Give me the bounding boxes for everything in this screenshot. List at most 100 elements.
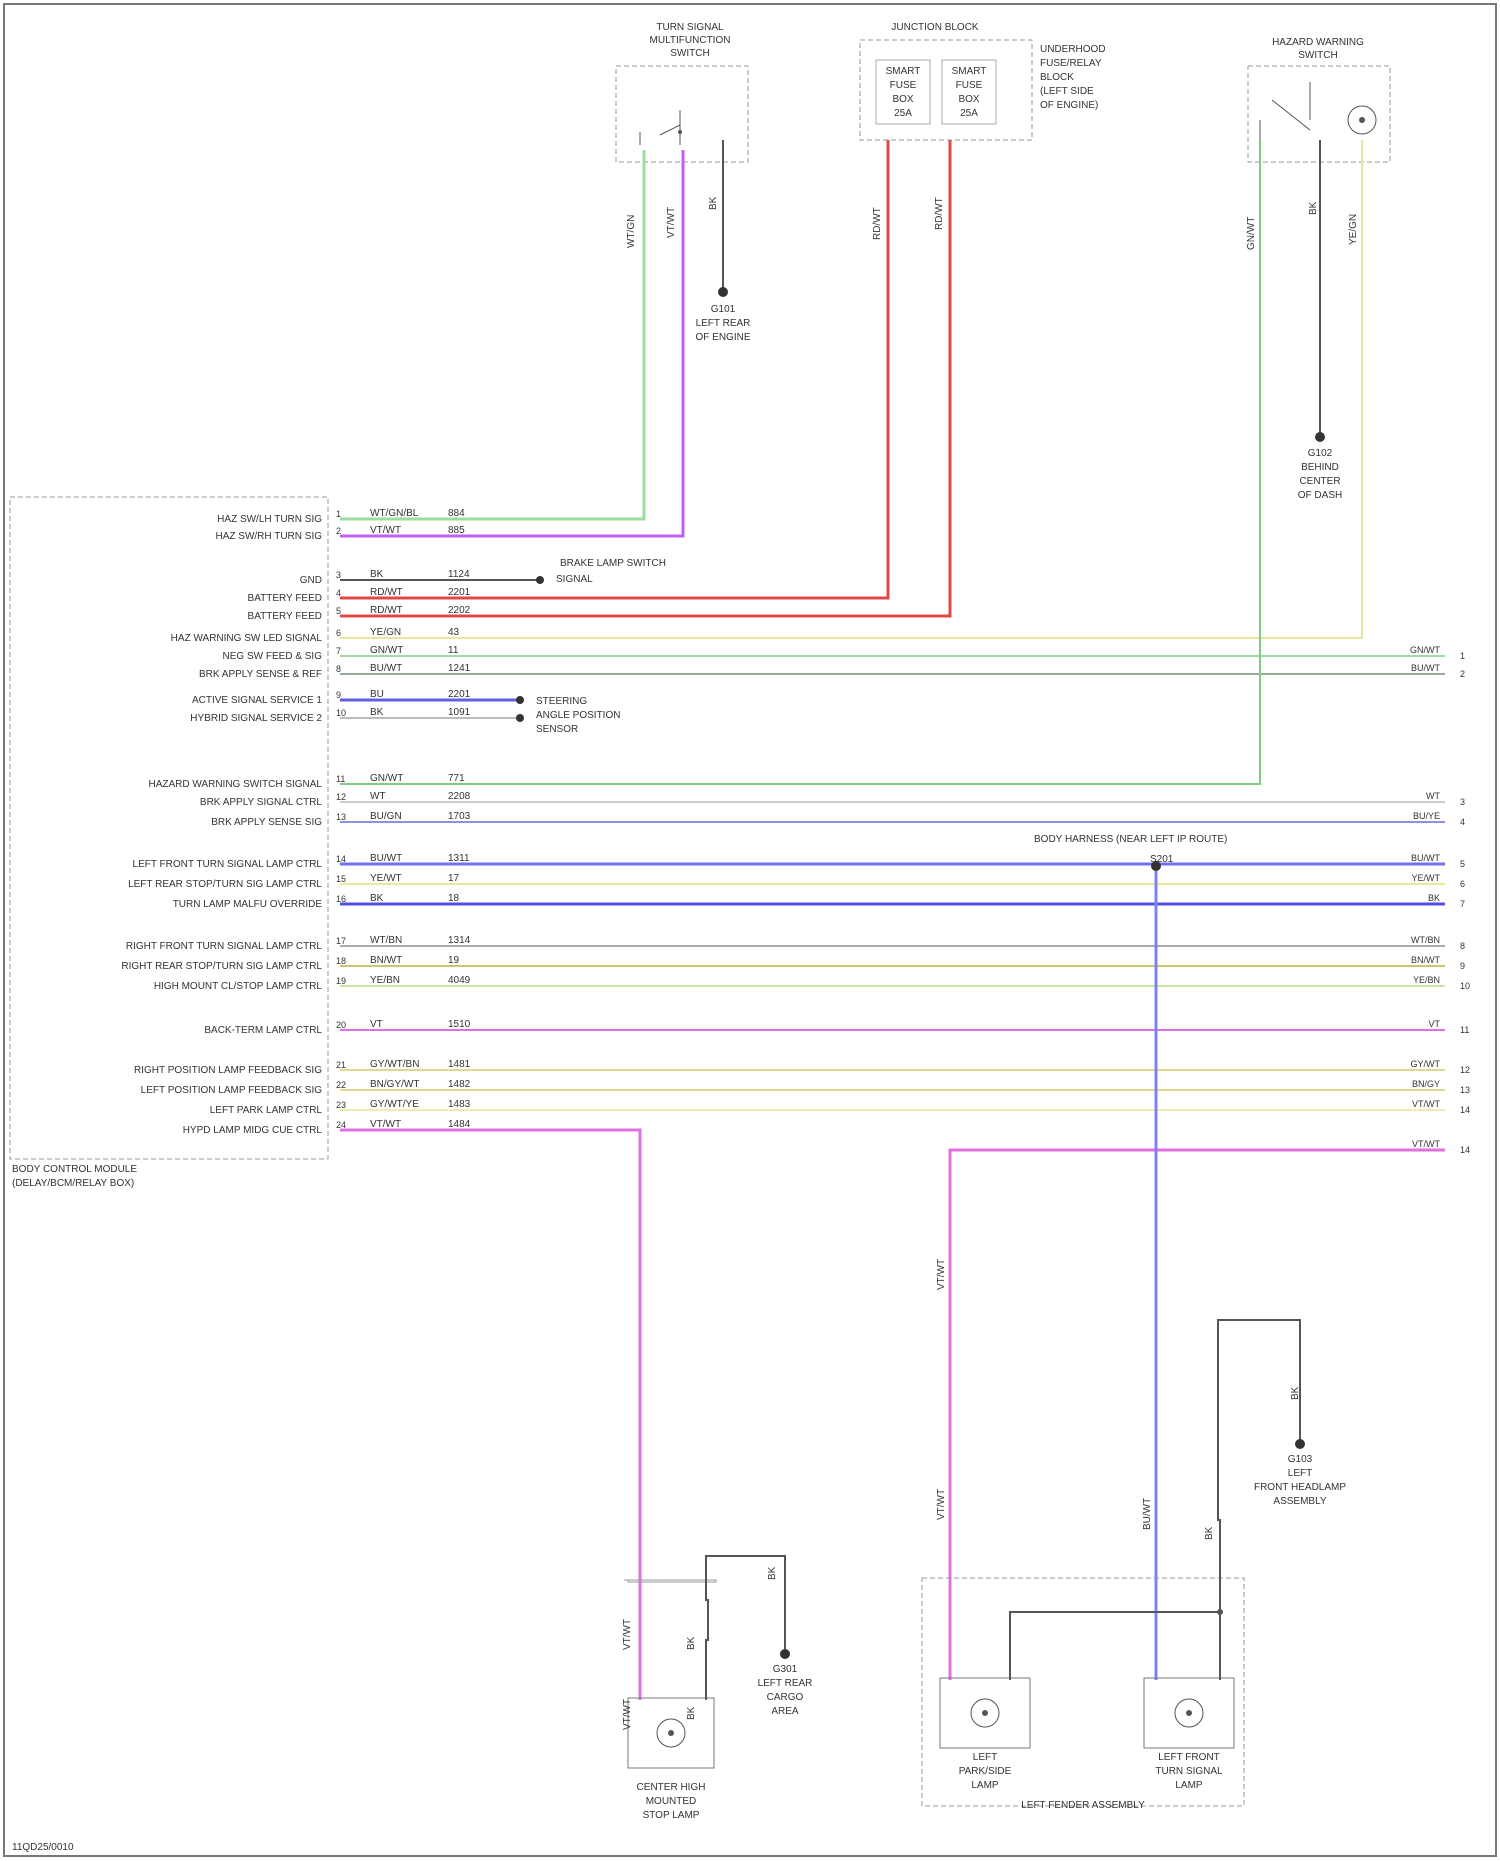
pin-number: 17	[336, 936, 346, 946]
circuit-number: 2202	[448, 605, 471, 616]
wire-color-code: BU	[370, 689, 384, 700]
wire-path	[340, 150, 683, 536]
pin-number: 8	[336, 664, 341, 674]
circuit-number: 1484	[448, 1119, 471, 1130]
svg-text:VT/WT: VT/WT	[936, 1489, 947, 1520]
svg-text:RD/WT: RD/WT	[872, 207, 883, 240]
right-wire-code: BK	[1428, 893, 1440, 903]
footer-code: 11QD25/0010	[12, 1842, 74, 1853]
wire-color-code: GY/WT/YE	[370, 1099, 419, 1110]
right-pin-number: 8	[1460, 941, 1465, 951]
circuit-number: 1124	[448, 569, 470, 580]
svg-text:HAZARD WARNING: HAZARD WARNING	[1272, 37, 1364, 48]
svg-text:SMART: SMART	[886, 66, 921, 77]
pin-number: 11	[336, 774, 345, 784]
left-fender-ground-wire	[1218, 1320, 1300, 1612]
circuit-number: 884	[448, 508, 465, 519]
right-wire-code: VT	[1428, 1019, 1440, 1029]
sensor-note-3: SENSOR	[536, 724, 578, 735]
pin-label: HIGH MOUNT CL/STOP LAMP CTRL	[154, 981, 323, 992]
wire-color-code: YE/BN	[370, 975, 400, 986]
svg-text:VT/WT: VT/WT	[936, 1259, 947, 1290]
svg-text:LEFT FRONT: LEFT FRONT	[1158, 1752, 1219, 1763]
pin-number: 20	[336, 1020, 346, 1030]
right-pin-number: 1	[1460, 651, 1465, 661]
svg-text:YE/GN: YE/GN	[1348, 214, 1359, 245]
svg-text:PARK/SIDE: PARK/SIDE	[959, 1766, 1012, 1777]
pin-number: 15	[336, 874, 346, 884]
right-pin-number: 14	[1460, 1105, 1470, 1115]
g301-label-4: AREA	[771, 1706, 799, 1717]
circuit-number: 2201	[448, 689, 471, 700]
circuit-number: 17	[448, 873, 460, 884]
circuit-number: 11	[448, 645, 459, 656]
pin-label: ACTIVE SIGNAL SERVICE 1	[192, 695, 322, 706]
wire-color-code: BN/WT	[370, 955, 402, 966]
right-wire-code: BU/WT	[1411, 663, 1440, 673]
right-pin-number: 3	[1460, 797, 1465, 807]
pin-label: LEFT FRONT TURN SIGNAL LAMP CTRL	[133, 859, 323, 870]
pin-label: LEFT REAR STOP/TURN SIG LAMP CTRL	[128, 879, 322, 890]
center-high-mounted-stop-lamp: CENTER HIGH MOUNTED STOP LAMP VT/WT BK V…	[622, 1566, 778, 1821]
circuit-number: 2208	[448, 791, 471, 802]
junction-fuse-block: JUNCTION BLOCK SMART FUSE BOX 25A SMART …	[860, 22, 1106, 240]
g101-label-2: LEFT REAR	[696, 318, 751, 329]
pin-number: 19	[336, 976, 346, 986]
svg-text:UNDERHOOD: UNDERHOOD	[1040, 44, 1106, 55]
svg-text:25A: 25A	[960, 108, 978, 119]
wire-color-code: YE/GN	[370, 627, 401, 638]
right-wire-code: YE/WT	[1412, 873, 1441, 883]
right-wire-code: VT/WT	[1412, 1099, 1440, 1109]
svg-text:RD/WT: RD/WT	[934, 197, 945, 230]
right-pin-number: 5	[1460, 859, 1465, 869]
right-pin-number: 13	[1460, 1085, 1470, 1095]
wire-path	[950, 1150, 1445, 1680]
wire-color-code: GY/WT/BN	[370, 1059, 419, 1070]
svg-text:GN/WT: GN/WT	[1246, 217, 1257, 250]
circuit-number: 1314	[448, 935, 471, 946]
pin-label: HAZ SW/RH TURN SIG	[216, 531, 323, 542]
svg-text:STOP LAMP: STOP LAMP	[643, 1810, 700, 1821]
splice-id: S201	[1150, 854, 1174, 865]
pin-number: 12	[336, 792, 346, 802]
right-pin-number: 14	[1460, 1145, 1470, 1155]
pin-label: BACK-TERM LAMP CTRL	[204, 1025, 322, 1036]
right-pin-number: 11	[1460, 1025, 1469, 1035]
g301-label-2: LEFT REAR	[758, 1678, 813, 1689]
pin-number: 3	[336, 570, 341, 580]
ground-g101-icon	[718, 287, 728, 297]
svg-text:BK: BK	[1204, 1526, 1215, 1540]
pin-label: BATTERY FEED	[248, 593, 322, 604]
circuit-number: 1311	[448, 853, 470, 864]
ground-g102-icon	[1315, 432, 1325, 442]
pin-label: HYBRID SIGNAL SERVICE 2	[190, 713, 322, 724]
svg-text:JUNCTION BLOCK: JUNCTION BLOCK	[891, 22, 979, 33]
svg-text:BK: BK	[686, 1636, 697, 1650]
sensor-note-2: ANGLE POSITION	[536, 710, 620, 721]
circuit-number: 885	[448, 525, 465, 536]
svg-text:SWITCH: SWITCH	[1298, 50, 1337, 61]
wire-color-code: VT	[370, 1019, 383, 1030]
svg-text:BU/WT: BU/WT	[1142, 1498, 1153, 1530]
svg-text:BOX: BOX	[958, 94, 979, 105]
brake-switch-note: BRAKE LAMP SWITCH	[560, 558, 666, 569]
pin-label: LEFT POSITION LAMP FEEDBACK SIG	[141, 1085, 323, 1096]
g301-label-3: CARGO	[767, 1692, 804, 1703]
svg-text:TURN SIGNAL: TURN SIGNAL	[1155, 1766, 1223, 1777]
pin-label: TURN LAMP MALFU OVERRIDE	[173, 899, 323, 910]
diagram-border	[4, 4, 1496, 1856]
svg-text:SMART: SMART	[952, 66, 987, 77]
splice-dot	[536, 576, 544, 584]
svg-text:LAMP: LAMP	[971, 1780, 999, 1791]
right-pin-number: 10	[1460, 981, 1470, 991]
g102-label-4: OF DASH	[1298, 490, 1342, 501]
pin-number: 10	[336, 708, 346, 718]
left-fender-assembly: LEFT PARK/SIDE LAMP LEFT FRONT TURN SIGN…	[922, 1259, 1301, 1811]
right-pin-number: 12	[1460, 1065, 1470, 1075]
wire-path	[340, 150, 644, 519]
pin-label: HAZARD WARNING SWITCH SIGNAL	[148, 779, 322, 790]
circuit-number: 771	[448, 773, 465, 784]
sensor-note: STEERING	[536, 696, 587, 707]
svg-text:BK: BK	[708, 196, 719, 210]
